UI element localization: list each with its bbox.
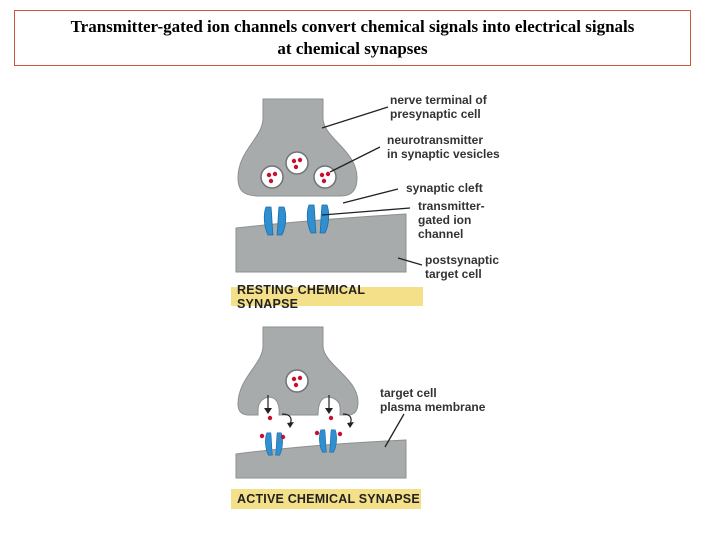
- label-leader-lines: [321, 106, 423, 266]
- synaptic-vesicle: [260, 165, 284, 189]
- synaptic-vesicle: [285, 369, 309, 393]
- transmitter-release: [264, 395, 354, 428]
- resting-synapse-panel: [235, 98, 423, 273]
- label-line: transmitter-: [418, 199, 485, 213]
- title-line-1: Transmitter-gated ion channels convert c…: [70, 17, 635, 36]
- label-line: target cell: [380, 386, 437, 400]
- active-synapse-banner: ACTIVE CHEMICAL SYNAPSE: [231, 489, 421, 509]
- label-line: in synaptic vesicles: [387, 147, 500, 161]
- label-line: presynaptic cell: [390, 107, 481, 121]
- label-line: channel: [418, 227, 464, 241]
- label-postsynaptic: postsynaptic target cell: [425, 253, 499, 281]
- label-line: nerve terminal of: [390, 93, 487, 107]
- label-line: postsynaptic: [425, 253, 500, 267]
- label-synaptic-cleft: synaptic cleft: [406, 181, 483, 195]
- active-synapse-panel: [235, 326, 407, 479]
- bound-transmitter: [259, 430, 343, 440]
- synaptic-vesicle: [285, 151, 309, 175]
- label-line: target cell: [425, 267, 482, 281]
- resting-synapse-banner: RESTING CHEMICAL SYNAPSE: [231, 283, 423, 311]
- label-leader-lines-active: [384, 413, 405, 448]
- label-line: gated ion: [418, 213, 472, 227]
- synaptic-vesicle: [313, 165, 337, 189]
- slide-title: Transmitter-gated ion channels convert c…: [14, 10, 691, 66]
- label-nerve-terminal: nerve terminal of presynaptic cell: [390, 93, 487, 121]
- label-line: synaptic cleft: [406, 181, 483, 195]
- label-line: neurotransmitter: [387, 133, 484, 147]
- label-ion-channel: transmitter- gated ion channel: [418, 199, 485, 241]
- label-neurotransmitter: neurotransmitter in synaptic vesicles: [387, 133, 500, 161]
- label-plasma-membrane: target cell plasma membrane: [380, 386, 485, 414]
- title-line-2: at chemical synapses: [277, 39, 428, 58]
- presynaptic-terminal: [237, 98, 358, 197]
- label-line: plasma membrane: [380, 400, 486, 414]
